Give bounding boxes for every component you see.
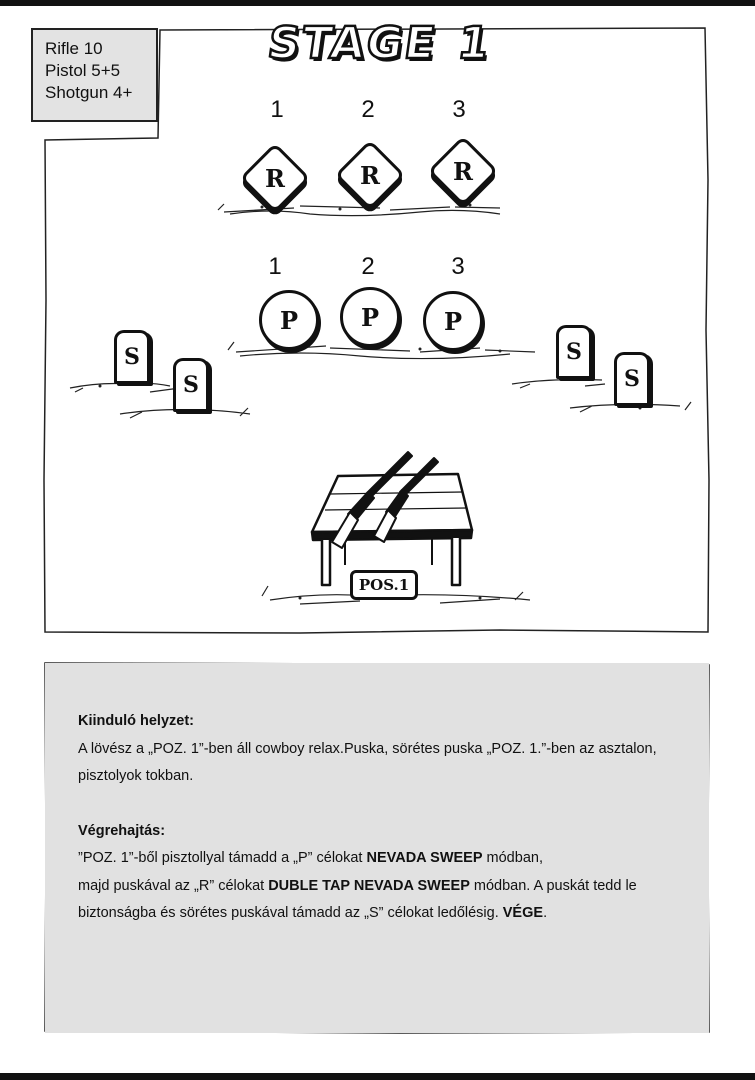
rifle-target-number-1: 1 <box>270 96 284 123</box>
position-sign: POS.1 <box>350 570 418 600</box>
pistol-target-letter: P <box>360 302 380 332</box>
rifle-icon <box>331 451 413 549</box>
execution-text: biztonságba és sörétes puskával támadd a… <box>78 905 503 921</box>
execution-line-2: majd puskával az „R” célokat DUBLE TAP N… <box>78 873 708 901</box>
start-heading: Kiinduló helyzet: <box>78 713 194 729</box>
start-text-line-1: A lövész a „POZ. 1”-ben áll cowboy relax… <box>78 740 657 757</box>
rifle-target-number-2: 2 <box>361 96 375 123</box>
pistol-target-letter: P <box>279 305 299 335</box>
equipment-rifle: Rifle 10 <box>45 39 103 58</box>
shotgun-target-4: S <box>614 352 650 406</box>
pistol-target-letter: P <box>443 306 463 336</box>
rifle-target-number-3: 3 <box>452 96 466 123</box>
execution-text: . <box>543 905 548 921</box>
execution-emphasis: DUBLE TAP NEVADA SWEEP <box>268 877 470 894</box>
stage-description: Kiinduló helyzet: A lövész a „POZ. 1”-be… <box>78 708 708 928</box>
bottom-border <box>0 1073 755 1080</box>
execution-heading: Végrehajtás: <box>78 822 166 839</box>
equipment-box: Rifle 10 Pistol 5+5 Shotgun 4+ <box>31 28 158 122</box>
shotgun-target-1: S <box>114 330 150 384</box>
pistol-target-number-2: 2 <box>361 253 375 280</box>
shotgun-target-letter: S <box>183 372 199 398</box>
execution-text: módban. A puskát tedd le <box>469 877 637 894</box>
top-border <box>0 0 755 6</box>
execution-text: majd puskával az „R” célokat <box>78 877 269 894</box>
execution-emphasis: NEVADA SWEEP <box>366 850 483 866</box>
execution-line-1: ”POZ. 1”-ből pisztollyal támadd a „P” cé… <box>78 845 708 873</box>
description-background <box>45 663 709 1033</box>
shotgun-target-letter: S <box>566 339 582 365</box>
pistol-target-number-3: 3 <box>451 253 465 280</box>
shotgun-icon <box>373 457 439 543</box>
pistol-target-2: P <box>340 287 400 347</box>
start-text-line-2: pisztolyok tokban. <box>78 768 194 784</box>
execution-line-3: biztonságba és sörétes puskával támadd a… <box>78 900 708 928</box>
pistol-target-1: P <box>259 290 319 350</box>
pistol-target-number-1: 1 <box>268 253 282 280</box>
execution-text: ”POZ. 1”-ből pisztollyal támadd a „P” cé… <box>78 850 367 866</box>
shotgun-target-letter: S <box>124 344 140 370</box>
equipment-pistol: Pistol 5+5 <box>45 61 121 80</box>
pistol-target-3: P <box>423 291 483 351</box>
execution-emphasis: VÉGE <box>502 905 544 921</box>
execution-text: módban, <box>482 850 543 866</box>
equipment-shotgun: Shotgun 4+ <box>45 83 133 102</box>
shotgun-target-2: S <box>173 358 209 412</box>
shotgun-target-3: S <box>556 325 592 379</box>
shotgun-target-letter: S <box>624 366 640 392</box>
